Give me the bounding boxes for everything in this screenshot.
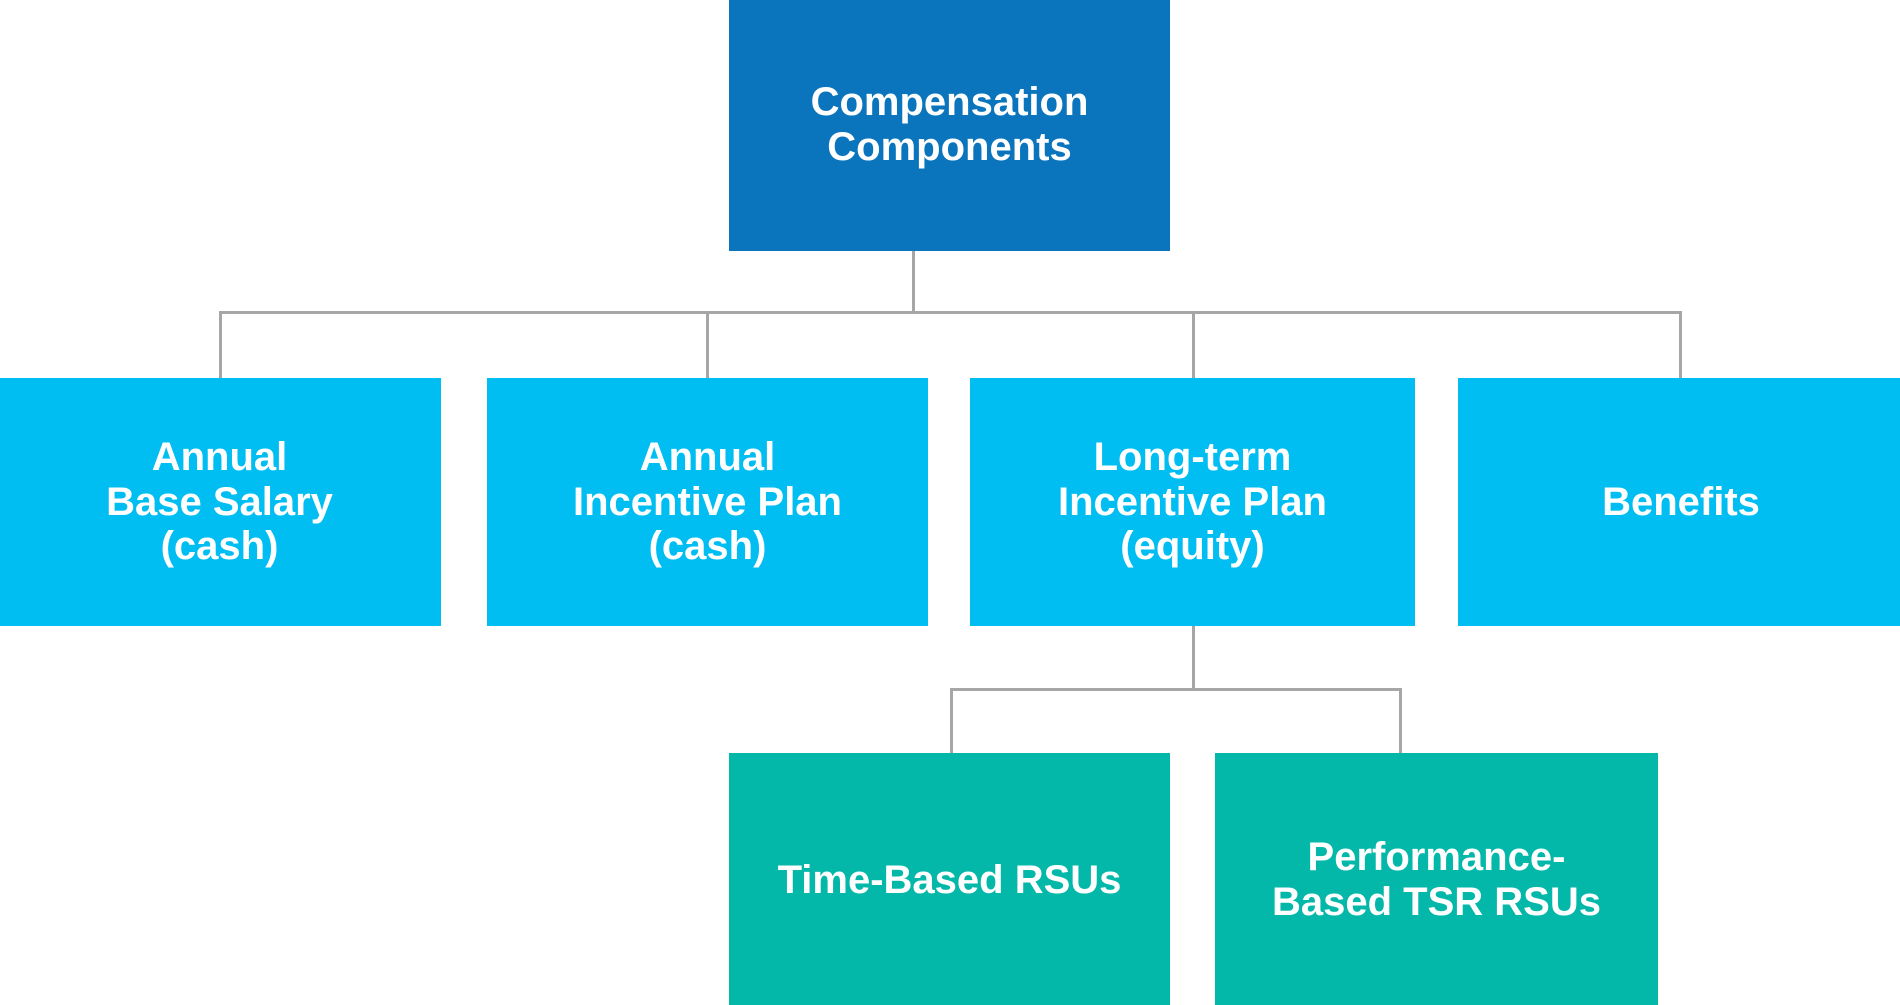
node-label: Benefits: [1602, 479, 1760, 524]
connector-level2-bus: [219, 311, 1682, 314]
connector-level3-bus: [950, 688, 1402, 691]
connector-drop-annual-base-salary: [219, 311, 222, 378]
node-label: Long-term Incentive Plan (equity): [1058, 434, 1327, 569]
connector-drop-benefits: [1679, 311, 1682, 378]
node-label: Time-Based RSUs: [777, 857, 1122, 902]
node-label: Performance- Based TSR RSUs: [1272, 835, 1601, 924]
connector-root-stem: [912, 251, 915, 313]
node-compensation-components[interactable]: Compensation Components: [729, 0, 1170, 251]
connector-ltip-stem: [1192, 626, 1195, 690]
node-label: Compensation Components: [810, 79, 1089, 169]
node-label: Annual Incentive Plan (cash): [573, 434, 842, 569]
connector-drop-long-term-incentive-plan: [1192, 311, 1195, 378]
node-performance-based-tsr-rsus[interactable]: Performance- Based TSR RSUs: [1215, 753, 1658, 1005]
node-time-based-rsus[interactable]: Time-Based RSUs: [729, 753, 1170, 1005]
node-benefits[interactable]: Benefits: [1458, 378, 1900, 626]
node-label: Annual Base Salary (cash): [106, 434, 333, 569]
node-long-term-incentive-plan[interactable]: Long-term Incentive Plan (equity): [970, 378, 1415, 626]
connector-drop-performance-based-tsr-rsus: [1399, 688, 1402, 754]
node-annual-incentive-plan[interactable]: Annual Incentive Plan (cash): [487, 378, 928, 626]
connector-drop-time-based-rsus: [950, 688, 953, 754]
connector-drop-annual-incentive-plan: [706, 311, 709, 378]
node-annual-base-salary[interactable]: Annual Base Salary (cash): [0, 378, 441, 626]
